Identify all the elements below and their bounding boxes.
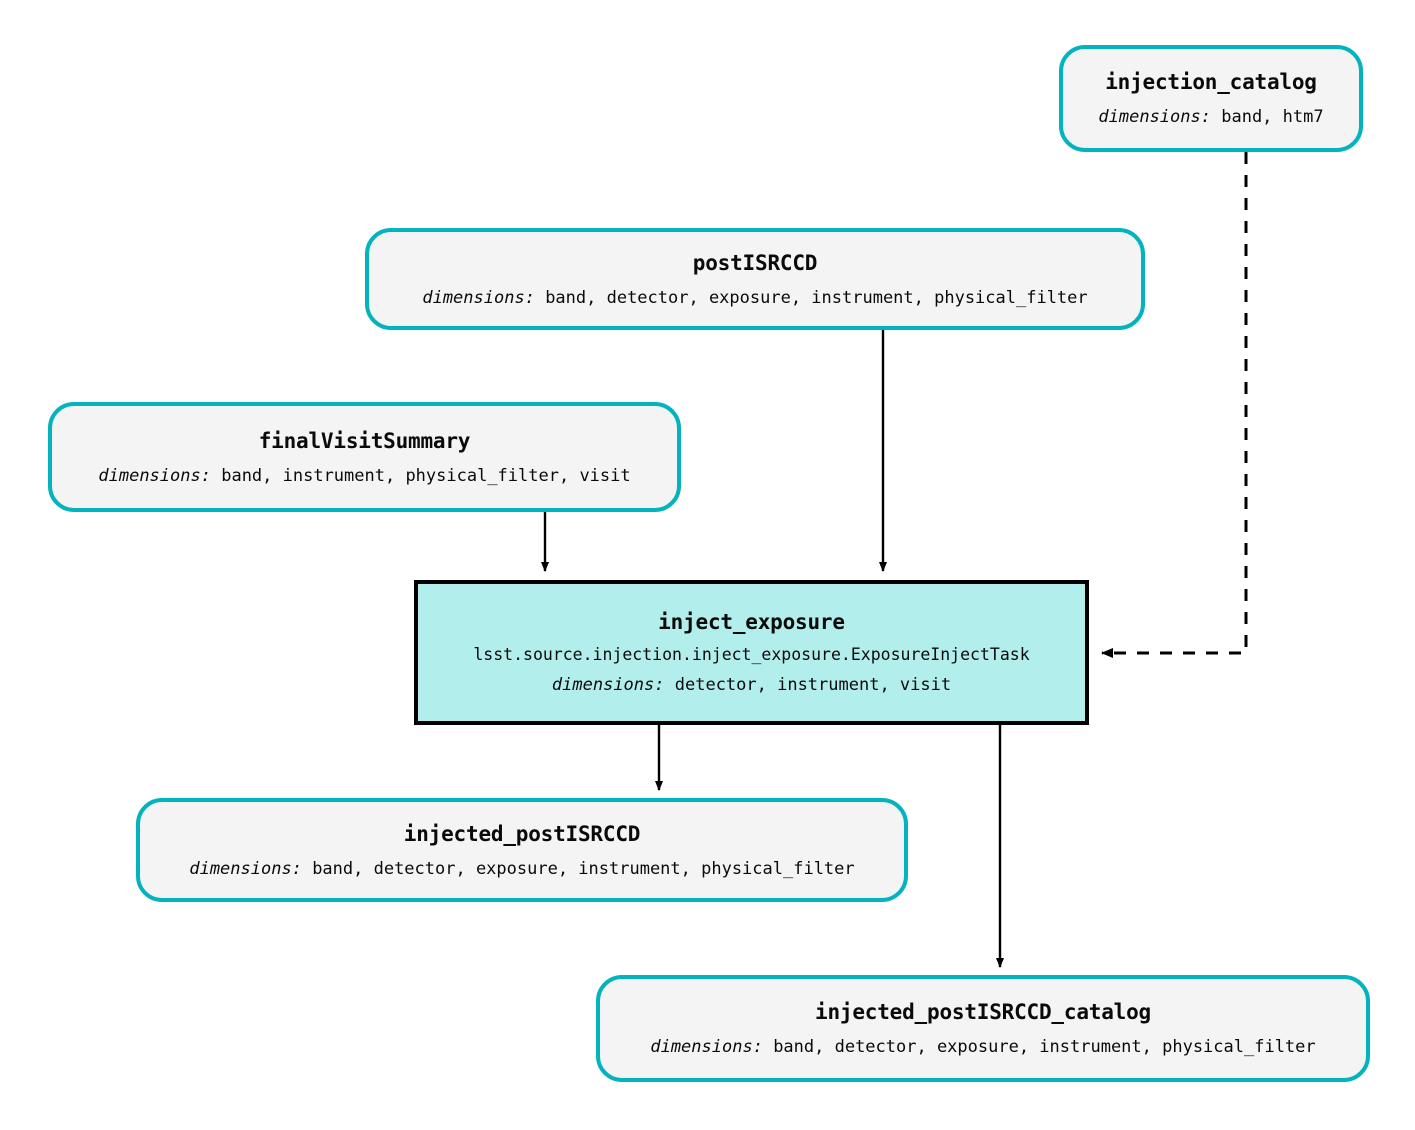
node-postisrccd[interactable]: postISRCCD dimensions: band, detector, e… xyxy=(365,228,1145,330)
node-injected-postisrccd[interactable]: injected_postISRCCD dimensions: band, de… xyxy=(136,798,908,902)
dimensions-label: dimensions: xyxy=(422,287,535,308)
node-dimensions: dimensions: band, detector, exposure, in… xyxy=(422,288,1087,308)
node-finalvisitsummary[interactable]: finalVisitSummary dimensions: band, inst… xyxy=(48,402,681,512)
dimensions-value: band, instrument, physical_filter, visit xyxy=(221,465,631,486)
node-inject-exposure-task[interactable]: inject_exposure lsst.source.injection.in… xyxy=(414,580,1089,725)
node-dimensions: dimensions: band, detector, exposure, in… xyxy=(189,859,854,879)
node-title: injection_catalog xyxy=(1105,70,1317,94)
node-title: postISRCCD xyxy=(692,250,818,275)
dimensions-value: band, detector, exposure, instrument, ph… xyxy=(545,287,1088,308)
dimensions-label: dimensions: xyxy=(551,675,665,695)
node-qualified-name: lsst.source.injection.inject_exposure.Ex… xyxy=(473,645,1030,664)
dimensions-value: band, detector, exposure, instrument, ph… xyxy=(773,1037,1316,1057)
node-injection-catalog[interactable]: injection_catalog dimensions: band, htm7 xyxy=(1059,45,1363,152)
dimensions-value: band, htm7 xyxy=(1221,107,1324,127)
node-title: injected_postISRCCD xyxy=(403,821,641,846)
dimensions-value: band, detector, exposure, instrument, ph… xyxy=(312,858,855,879)
node-dimensions: dimensions: detector, instrument, visit xyxy=(552,675,951,695)
node-dimensions: dimensions: band, htm7 xyxy=(1098,107,1323,127)
edge-injection_catalog-to-inject_exposure xyxy=(1101,152,1248,658)
dimensions-label: dimensions: xyxy=(98,465,211,486)
dimensions-label: dimensions: xyxy=(189,858,302,879)
node-title: inject_exposure xyxy=(658,610,845,634)
dimensions-value: detector, instrument, visit xyxy=(674,675,952,695)
node-injected-postisrccd-catalog[interactable]: injected_postISRCCD_catalog dimensions: … xyxy=(596,975,1370,1082)
node-title: injected_postISRCCD_catalog xyxy=(815,1000,1151,1024)
node-dimensions: dimensions: band, detector, exposure, in… xyxy=(650,1037,1315,1057)
node-title: finalVisitSummary xyxy=(258,428,471,453)
dimensions-label: dimensions: xyxy=(1098,107,1211,127)
dimensions-label: dimensions: xyxy=(650,1037,763,1057)
node-dimensions: dimensions: band, instrument, physical_f… xyxy=(98,466,630,486)
